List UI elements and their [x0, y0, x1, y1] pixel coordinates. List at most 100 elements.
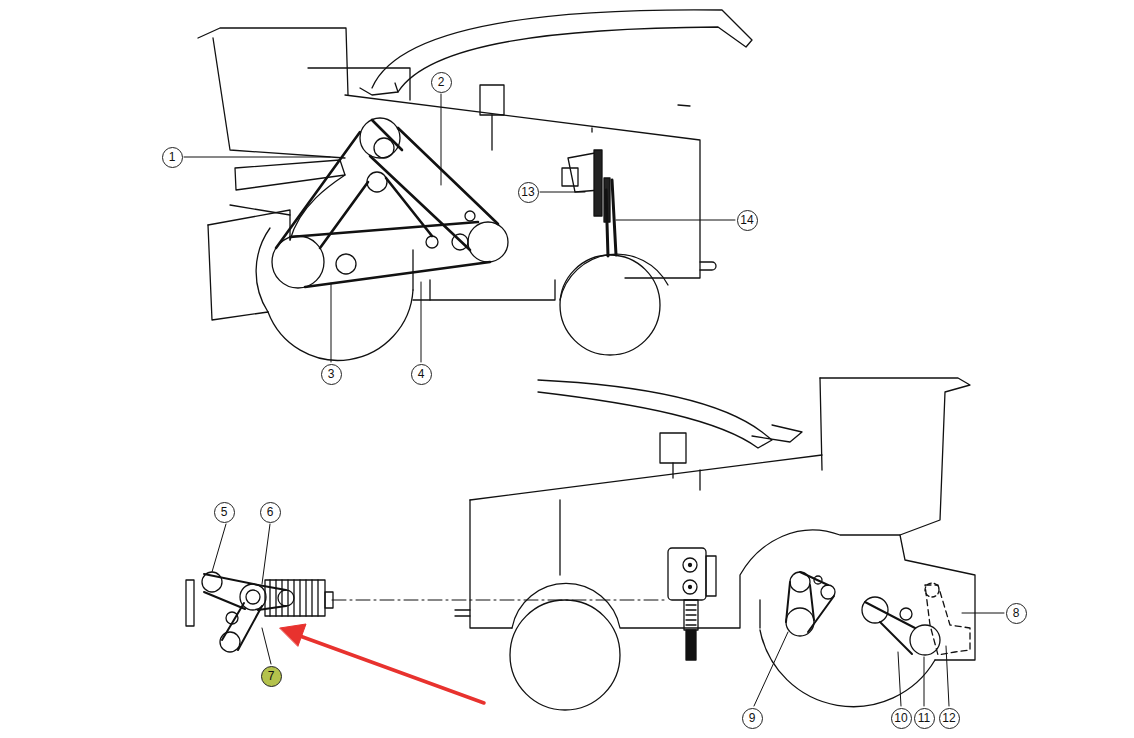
drawing-stroke	[360, 118, 400, 158]
drawing-stroke	[820, 378, 822, 470]
leader-lines	[184, 94, 1004, 706]
callout-number: 10	[894, 712, 907, 724]
callout-circle: 11	[914, 708, 935, 729]
drawing-stroke	[686, 630, 696, 660]
drawing-stroke	[925, 583, 939, 597]
drawing-stroke	[612, 180, 616, 255]
callout-circle: 5	[214, 502, 235, 523]
drawing-stroke	[398, 128, 498, 224]
drawing-stroke	[786, 608, 814, 636]
pointer-arrow	[280, 624, 484, 703]
drawing-stroke	[208, 225, 268, 320]
callout-number: 5	[221, 506, 228, 518]
drawing-stroke	[360, 83, 398, 95]
callout-number: 1	[169, 151, 176, 163]
drawing-stroke	[689, 586, 692, 589]
drawing-stroke	[270, 580, 318, 616]
drawing-stroke	[706, 556, 716, 596]
drawing-stroke	[672, 463, 673, 478]
drawing-stroke	[468, 222, 508, 262]
drawing-stroke	[752, 425, 802, 442]
drawing-stroke	[924, 657, 925, 706]
drawing-stroke	[331, 283, 332, 362]
drawing-stroke	[276, 132, 360, 248]
drawing-stroke	[560, 255, 660, 355]
callout-circle: 14	[737, 210, 758, 231]
drawing-stroke	[305, 262, 490, 287]
drawing-stroke	[910, 625, 940, 655]
drawing-stroke	[559, 500, 560, 575]
callout-circle: 6	[260, 502, 281, 523]
drawing-stroke	[278, 590, 294, 606]
callout-circle: 4	[411, 364, 432, 385]
drawing-stroke	[290, 222, 478, 237]
drawing-stroke	[465, 211, 475, 221]
drawing-stroke	[946, 646, 949, 706]
callout-number: 14	[740, 214, 753, 226]
drawing-stroke	[212, 524, 226, 572]
callout-circle: 12	[939, 708, 960, 729]
drawing-stroke	[560, 254, 668, 300]
callout-number: 12	[942, 712, 955, 724]
drawing-stroke	[900, 608, 912, 620]
drawing-stroke	[562, 168, 578, 186]
callout-number: 8	[1013, 607, 1020, 619]
drawing-stroke	[429, 280, 430, 300]
drawing-stroke	[594, 150, 602, 216]
drawing-stroke	[421, 282, 422, 362]
drawing-stroke	[238, 606, 262, 650]
drawing-stroke	[220, 632, 240, 652]
drawing-stroke	[962, 613, 1004, 614]
drawing-stroke	[512, 530, 975, 660]
drawing-stroke	[470, 500, 512, 628]
drawing-stroke	[367, 172, 387, 192]
drawing-stroke	[332, 600, 668, 601]
drawing-stroke	[683, 580, 697, 594]
drawing-stroke	[308, 68, 410, 100]
drawing-stroke	[372, 120, 402, 150]
callout-number: 13	[521, 186, 534, 198]
callout-number: 6	[267, 506, 274, 518]
drawing-stroke	[413, 280, 555, 300]
callout-number: 7	[268, 670, 275, 682]
drawing-stroke	[760, 630, 935, 707]
drawing-stroke	[320, 182, 368, 248]
callout-circle: 9	[742, 708, 763, 729]
drawing-stroke	[262, 524, 270, 584]
drawing-stroke	[222, 603, 244, 640]
drawing-stroke	[810, 585, 814, 620]
drawing-stroke	[540, 192, 585, 193]
callout-circle: 2	[431, 72, 452, 93]
drawing-stroke	[372, 10, 752, 92]
drawing-stroke	[480, 85, 504, 115]
drawing-stroke	[268, 290, 413, 360]
drawing-stroke	[865, 602, 915, 628]
drawing-stroke	[213, 38, 345, 158]
drawing-stroke	[689, 564, 692, 567]
drawing-stroke	[616, 220, 735, 221]
drawing-stroke	[426, 236, 438, 248]
drawing-stroke	[262, 628, 271, 664]
drawing-stroke	[683, 558, 697, 572]
callout-circle: 7	[261, 666, 282, 687]
drawing-stroke	[800, 572, 828, 585]
drawing-stroke	[184, 157, 330, 158]
drawing-stroke	[591, 128, 592, 132]
drawing-stroke	[538, 380, 772, 448]
drawing-stroke	[300, 636, 484, 703]
drawing-stroke	[754, 632, 788, 706]
callout-circle: 8	[1006, 603, 1027, 624]
drawing-stroke	[700, 262, 716, 270]
drawing-stroke	[204, 574, 258, 585]
drawing-stroke	[374, 138, 394, 158]
drawing-stroke	[808, 596, 834, 632]
bottom-harvester	[186, 378, 975, 710]
drawing-stroke	[660, 433, 686, 463]
callout-number: 4	[418, 368, 425, 380]
drawing-stroke	[668, 548, 706, 600]
drawing-stroke	[862, 597, 888, 623]
callout-number: 9	[749, 712, 756, 724]
